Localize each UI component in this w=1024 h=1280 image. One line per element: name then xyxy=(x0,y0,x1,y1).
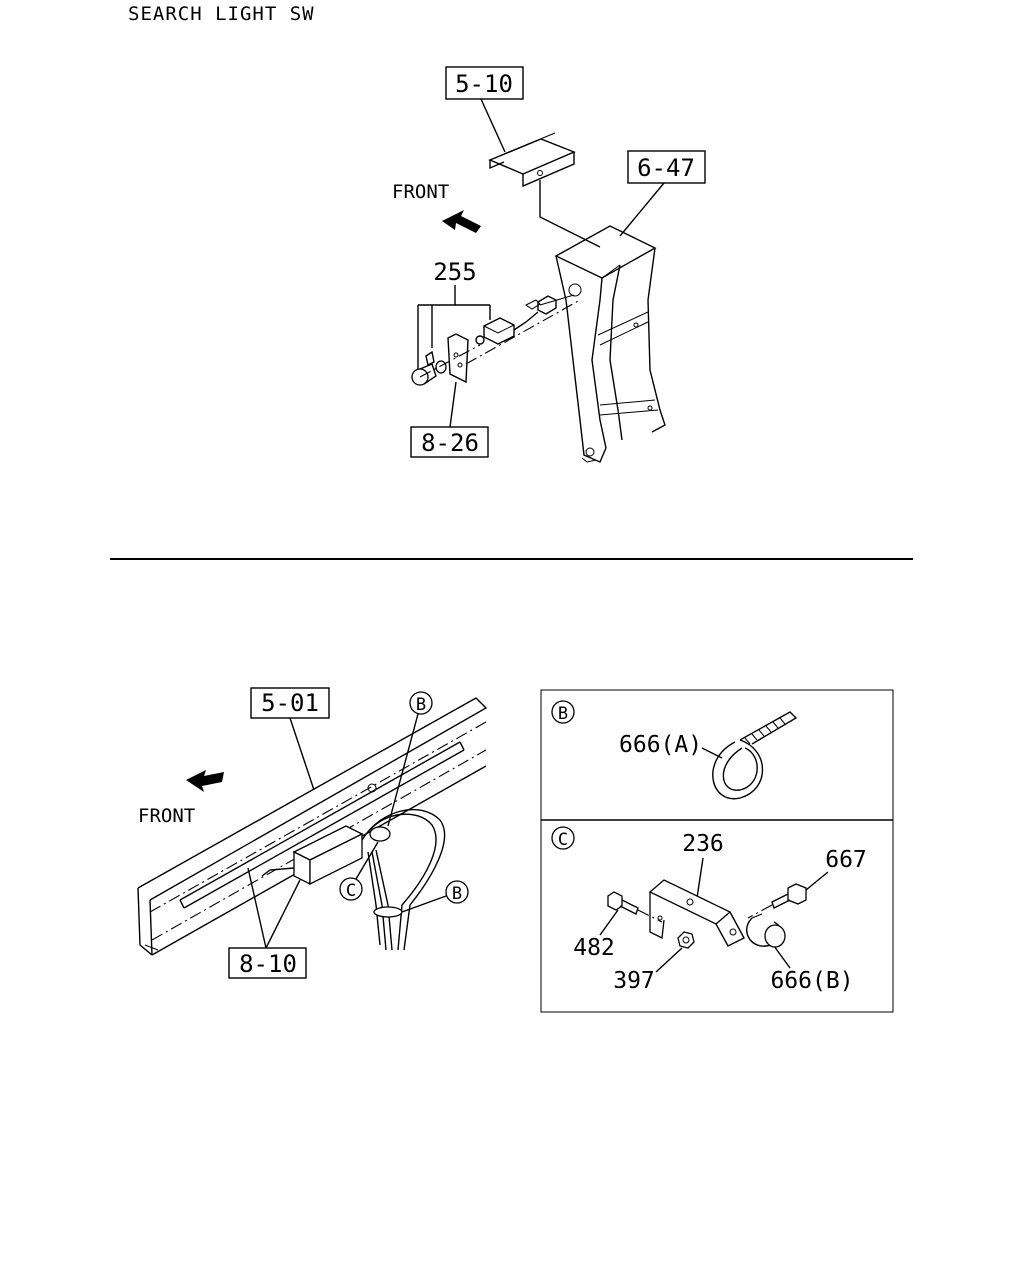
detail-panels: B 666(A) C 236 667 482 397 666(B) xyxy=(540,689,894,1013)
clip-666b-icon xyxy=(746,913,786,948)
nut-397-icon xyxy=(677,931,695,949)
front-label-top: FRONT xyxy=(392,181,449,203)
leader-5-10 xyxy=(480,98,506,153)
leader-8-26 xyxy=(449,381,457,428)
part-667-label: 667 xyxy=(825,847,867,873)
ref-box-8-10 xyxy=(228,947,307,979)
ref-box-6-47 xyxy=(627,150,706,184)
diagram-title: SEARCH LIGHT SW xyxy=(128,3,315,25)
mounting-plate xyxy=(447,299,581,384)
detail-frame xyxy=(540,689,894,1013)
callout-b-top-label: B xyxy=(416,695,426,715)
leader-5-01 xyxy=(289,717,315,791)
bracket-icon xyxy=(648,879,745,947)
ref-box-5-01 xyxy=(250,687,330,719)
callout-b-right-circle xyxy=(445,880,469,904)
detail-b: B 666(A) xyxy=(551,700,798,800)
leader-callout-b-top xyxy=(387,713,419,827)
ref-8-26-label: 8-26 xyxy=(421,429,479,457)
bolt-482-icon xyxy=(607,891,663,923)
part-666a-label: 666(A) xyxy=(619,732,702,758)
leader-667 xyxy=(805,871,829,891)
leader-8-10 xyxy=(247,867,301,949)
ref-8-10-label: 8-10 xyxy=(239,950,297,978)
ref-5-10-label: 5-10 xyxy=(455,70,513,98)
leader-236 xyxy=(696,857,704,899)
leader-482 xyxy=(599,909,619,936)
detail-c: C 236 667 482 397 666(B) xyxy=(551,826,867,994)
knob-and-nut xyxy=(411,344,481,386)
top-view: 5-10 6-47 FRONT xyxy=(392,66,706,463)
wiring-harness xyxy=(361,808,446,951)
ref-box-8-26 xyxy=(410,426,489,458)
front-arrow-bottom-icon xyxy=(186,770,224,792)
callout-b-right-label: B xyxy=(452,884,462,904)
leader-666b xyxy=(773,945,791,969)
ref-5-01-label: 5-01 xyxy=(261,689,319,717)
bottom-view: 5-01 xyxy=(137,687,488,979)
detail-c-marker: C xyxy=(558,830,568,850)
leader-callout-b-right xyxy=(401,895,447,913)
top-channel-bracket xyxy=(488,132,601,248)
leader-6-47 xyxy=(619,182,665,237)
part-666b-label: 666(B) xyxy=(770,968,853,994)
callout-b-top-circle xyxy=(409,691,433,715)
detail-c-marker-circle xyxy=(551,826,575,850)
search-light-switch xyxy=(475,294,575,345)
ref-6-47-label: 6-47 xyxy=(637,154,695,182)
part-236-label: 236 xyxy=(682,831,724,857)
part-255-label: 255 xyxy=(433,258,476,286)
leader-callout-c xyxy=(355,841,379,880)
ref-box-5-10 xyxy=(445,66,524,100)
part-397-label: 397 xyxy=(613,968,655,994)
detail-b-marker: B xyxy=(558,704,568,724)
leader-397 xyxy=(655,947,683,973)
front-arrow-top-icon xyxy=(442,210,481,233)
relay-box xyxy=(261,825,364,886)
callout-c-circle xyxy=(339,877,363,901)
front-label-bottom: FRONT xyxy=(138,805,195,827)
callout-c-label: C xyxy=(346,881,356,901)
cable-tie-icon xyxy=(712,711,798,800)
upright-stay xyxy=(554,225,666,463)
part-482-label: 482 xyxy=(573,935,615,961)
detail-b-marker-circle xyxy=(551,700,575,724)
leader-255 xyxy=(417,285,491,372)
bolt-667-icon xyxy=(747,883,807,919)
